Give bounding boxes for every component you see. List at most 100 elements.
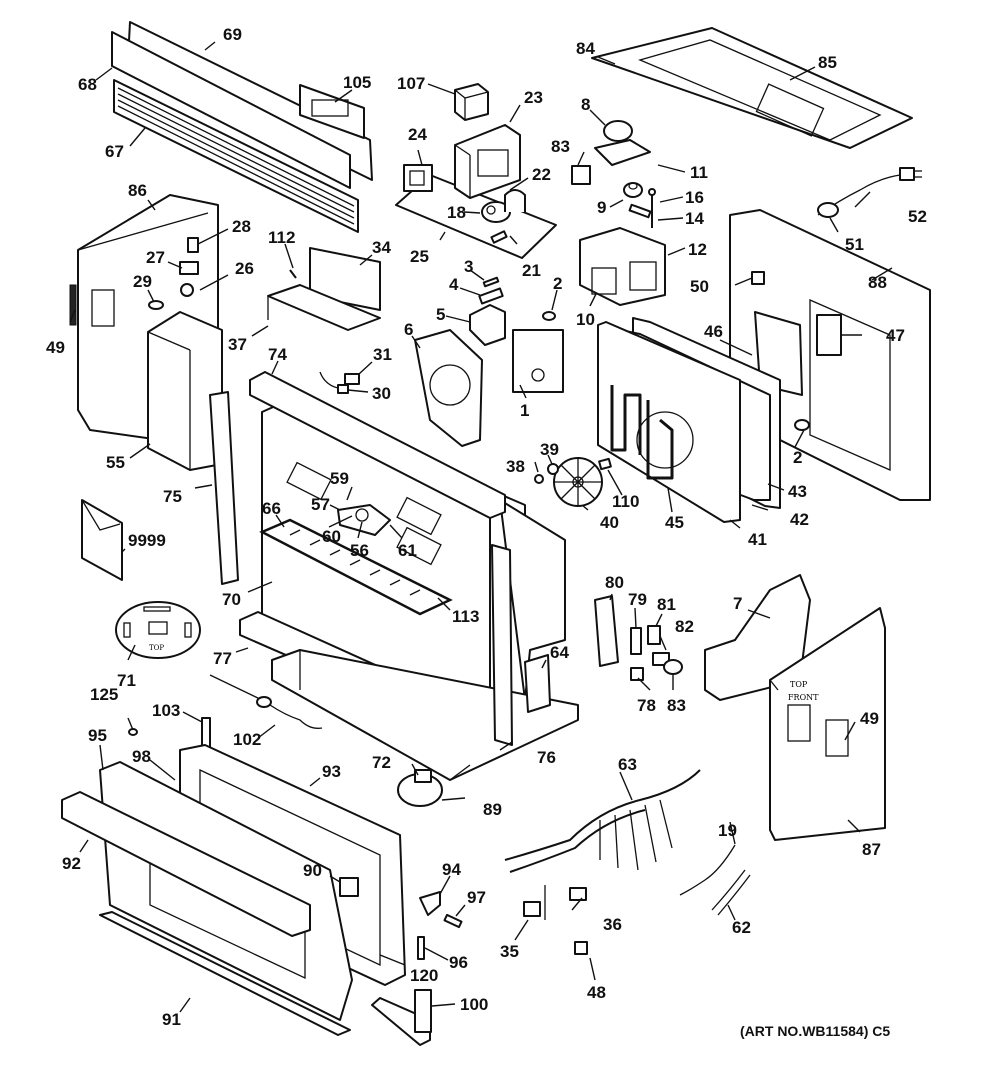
callout-40: 40 xyxy=(600,513,619,532)
callout-93: 93 xyxy=(322,762,341,781)
callout-29: 29 xyxy=(133,272,152,291)
callout-38: 38 xyxy=(506,457,525,476)
fan-blade-40 xyxy=(553,457,603,507)
bracket-64 xyxy=(524,654,551,713)
switch-47 xyxy=(816,314,842,356)
side-rail-75 xyxy=(209,391,239,585)
callout-59: 59 xyxy=(330,469,349,488)
callout-4: 4 xyxy=(449,275,459,294)
magnetron-1 xyxy=(512,329,564,393)
bushing-9 xyxy=(623,182,643,198)
callout-66: 66 xyxy=(262,499,281,518)
callout-7: 7 xyxy=(733,594,742,613)
callout-83-lower: 83 xyxy=(667,696,686,715)
relay-50 xyxy=(751,271,765,285)
nut-38-washer-39 xyxy=(534,463,559,484)
control-panel-glass-68 xyxy=(111,31,351,189)
callout-61: 61 xyxy=(398,541,417,560)
callout-80: 80 xyxy=(605,573,624,592)
hinge-parts-94-97-96 xyxy=(417,891,463,960)
top-trim-74 xyxy=(249,371,506,519)
callout-71: 71 xyxy=(117,671,136,690)
door-switch-72 xyxy=(397,769,443,807)
callout-18: 18 xyxy=(447,203,466,222)
callout-24: 24 xyxy=(408,125,427,144)
wire-harness-63 xyxy=(504,769,701,873)
callout-81: 81 xyxy=(657,595,676,614)
oven-rack-66 xyxy=(259,518,453,616)
callout-6: 6 xyxy=(404,320,413,339)
callout-82: 82 xyxy=(675,617,694,636)
callout-57: 57 xyxy=(311,495,330,514)
callout-112: 112 xyxy=(268,228,295,247)
diode-21 xyxy=(490,230,508,244)
side-panel-text-top: TOP xyxy=(790,680,808,689)
callout-83-upper: 83 xyxy=(551,137,570,156)
callout-9: 9 xyxy=(597,198,606,217)
callout-30: 30 xyxy=(372,384,391,403)
callout-110: 110 xyxy=(612,492,639,511)
callout-11: 11 xyxy=(690,163,708,182)
callout-120: 120 xyxy=(410,966,438,985)
callout-25: 25 xyxy=(410,247,429,266)
side-panel-87: TOP FRONT xyxy=(769,607,886,841)
callout-100: 100 xyxy=(460,995,488,1014)
callout-16: 16 xyxy=(685,188,704,207)
relay-79 xyxy=(630,627,642,655)
callout-36: 36 xyxy=(603,915,622,934)
callout-95: 95 xyxy=(88,726,107,745)
bracket-22 xyxy=(504,189,526,212)
duct-7 xyxy=(704,574,811,701)
callout-23: 23 xyxy=(524,88,543,107)
nameplate-71: TOP xyxy=(115,601,201,659)
callout-49-right: 49 xyxy=(860,709,879,728)
latch-90 xyxy=(339,877,359,897)
callout-45: 45 xyxy=(665,513,684,532)
relay-78 xyxy=(630,667,644,681)
callout-39: 39 xyxy=(540,440,559,459)
door-hinge-100 xyxy=(371,989,432,1046)
callout-113: 113 xyxy=(452,607,479,626)
callout-56: 56 xyxy=(350,541,369,560)
convection-panels-41-42-43 xyxy=(597,317,781,523)
thermal-switch-31-30 xyxy=(319,371,360,394)
switch-28-27-26 xyxy=(179,237,199,297)
relay-block-80 xyxy=(594,595,619,667)
bracket-5 xyxy=(469,304,506,346)
callout-76: 76 xyxy=(537,748,556,767)
duct-55 xyxy=(147,311,223,471)
callout-63: 63 xyxy=(618,755,637,774)
callout-3: 3 xyxy=(464,257,473,276)
callout-96: 96 xyxy=(449,953,468,972)
callout-78: 78 xyxy=(637,696,656,715)
leader-lines xyxy=(69,41,893,1013)
relay-81 xyxy=(647,625,661,645)
callout-74: 74 xyxy=(268,345,287,364)
callout-8: 8 xyxy=(581,95,590,114)
callout-105: 105 xyxy=(343,73,371,92)
heating-element-45 xyxy=(610,385,694,480)
wire-62 xyxy=(711,869,751,916)
fuse-holder-4 xyxy=(478,287,504,305)
outer-case-top-84-85 xyxy=(591,27,913,149)
relay-82 xyxy=(652,652,670,666)
callout-50: 50 xyxy=(690,277,709,296)
callout-37: 37 xyxy=(228,335,247,354)
callout-64: 64 xyxy=(550,643,569,662)
connector-48 xyxy=(574,941,588,955)
probe-102 xyxy=(209,674,323,729)
callout-91: 91 xyxy=(162,1010,181,1029)
callout-85: 85 xyxy=(818,53,837,72)
callout-51: 51 xyxy=(845,235,864,254)
clip-29 xyxy=(148,300,164,310)
callout-labels: 69 68 105 67 107 23 24 22 18 25 21 84 85… xyxy=(46,25,927,1029)
transformer-24 xyxy=(403,164,433,192)
literature-envelope-9999 xyxy=(81,499,123,581)
fuse-3 xyxy=(482,276,500,288)
callout-97: 97 xyxy=(467,888,486,907)
art-number-caption: (ART NO.WB11584) C5 xyxy=(740,1023,891,1039)
callout-2-upper: 2 xyxy=(553,274,562,293)
callout-22: 22 xyxy=(532,165,551,184)
callout-84: 84 xyxy=(576,39,595,58)
callout-14: 14 xyxy=(685,209,704,228)
